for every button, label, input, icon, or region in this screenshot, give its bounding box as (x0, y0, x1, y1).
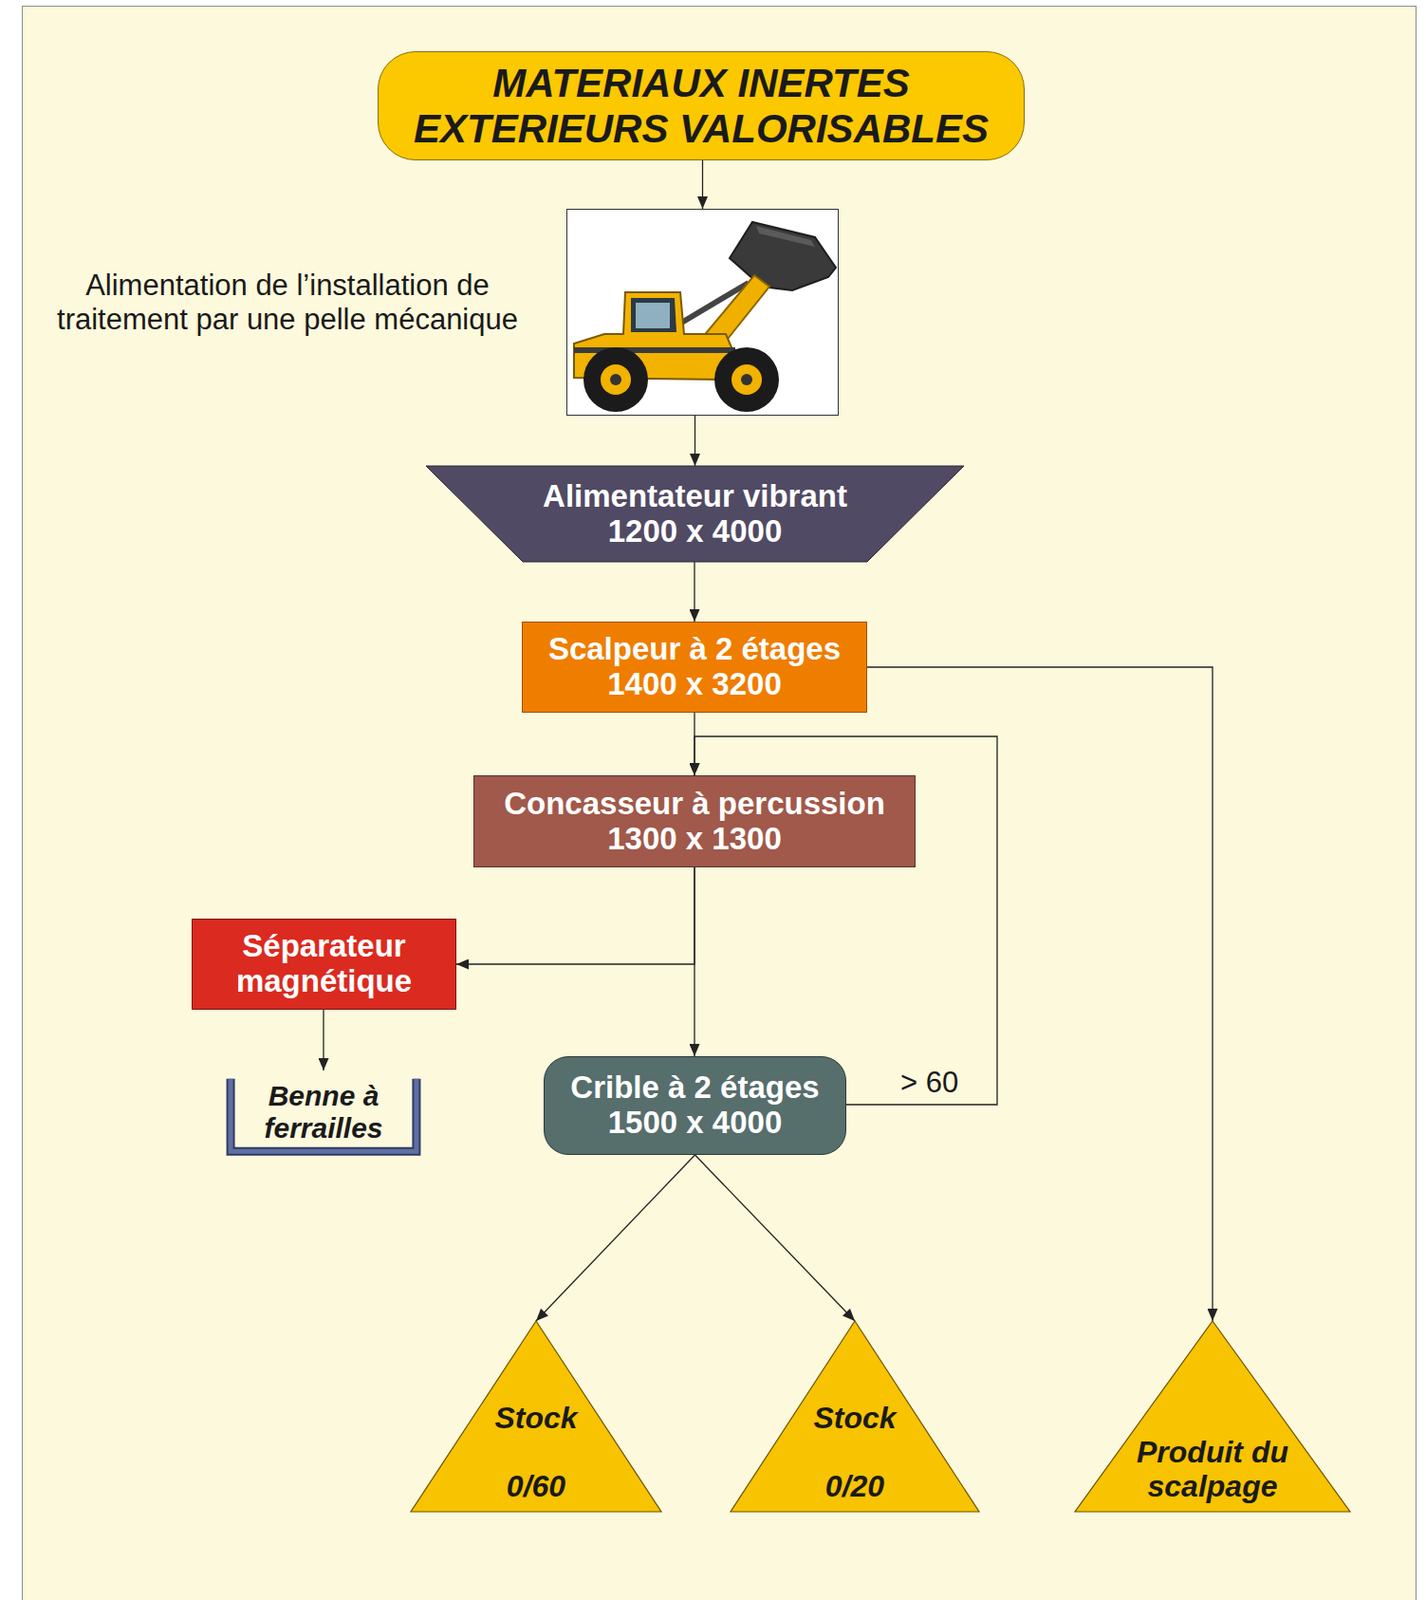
node-title: Alimentateur vibrant (542, 479, 848, 515)
node-dimension: 1300 x 1300 (607, 821, 782, 857)
loader-image-box: Alimentation de l’installation de traite… (566, 208, 839, 416)
flow-connector (867, 666, 1213, 1321)
wheel-loader-illustration (566, 208, 839, 416)
source-pill: MATERIAUX INERTES EXTERIEURS VALORISABLE… (377, 51, 1025, 161)
flow-connector (702, 160, 704, 209)
screen-box: Crible à 2 étages1500 x 4000 (543, 1055, 847, 1155)
node-dimension: 0/60 (506, 1469, 566, 1504)
node-title: Stock (813, 1401, 896, 1436)
node-title: Produit du scalpage (1103, 1435, 1322, 1504)
stockpile-triangle: Stock 0/20 (730, 1320, 980, 1512)
flow-connector (536, 1154, 696, 1321)
node-dimension: 0/20 (825, 1469, 885, 1504)
node-dimension: 1400 x 3200 (607, 666, 782, 703)
magnet-box: Séparateur magnétique (191, 918, 457, 1010)
flow-connector (456, 867, 695, 964)
flow-connector (695, 1154, 856, 1321)
node-title: Benne à ferrailles (238, 1079, 409, 1144)
scrap-bin: Benne à ferrailles (226, 1070, 421, 1154)
stockpile-triangle: Stock 0/60 (410, 1320, 662, 1512)
node-title: Crible à 2 étages (570, 1070, 819, 1106)
flow-connector (322, 1009, 324, 1071)
node-dimension: 1500 x 4000 (608, 1105, 783, 1141)
node-dimension: 1200 x 4000 (608, 514, 783, 550)
node-title: Scalpeur à 2 étages (548, 631, 841, 667)
crusher-box: Concasseur à percussion1300 x 1300 (473, 775, 916, 868)
node-title: Concasseur à percussion (503, 786, 886, 822)
caption-text: Alimentation de l’installation de traite… (17, 268, 558, 336)
node-title: Stock (494, 1401, 577, 1436)
feeder-hopper: Alimentateur vibrant1200 x 4000 (425, 465, 964, 562)
node-title: Séparateur magnétique (205, 928, 443, 1000)
edge-label: > 60 (897, 1066, 962, 1100)
scalper-box: Scalpeur à 2 étages1400 x 3200 (521, 621, 868, 713)
flow-connector (694, 415, 696, 466)
node-title: MATERIAUX INERTES EXTERIEURS VALORISABLE… (395, 60, 1007, 150)
flow-connector (693, 561, 695, 622)
stockpile-triangle: Produit du scalpage (1074, 1320, 1351, 1512)
